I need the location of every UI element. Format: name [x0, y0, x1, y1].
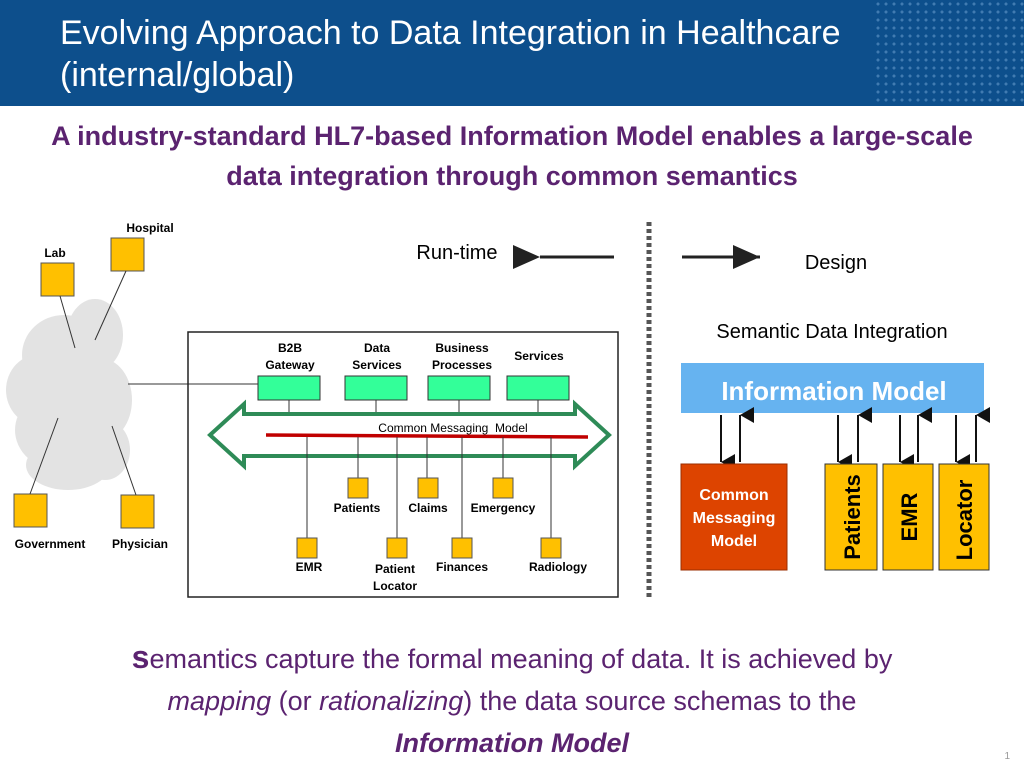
patients-label: Patients [334, 501, 381, 515]
caption: semantics capture the formal meaning of … [20, 636, 1004, 764]
slide-number: 1 [1004, 751, 1010, 762]
business-processes-label-line1: Business [435, 341, 489, 355]
caption-line2: mapping (or rationalizing) the data sour… [20, 680, 1004, 722]
common-messaging-model-box [680, 463, 788, 571]
hospital-node [110, 237, 145, 272]
bottom-connectors [306, 437, 552, 538]
locator-column [938, 463, 990, 571]
patient-locator-node [386, 537, 408, 559]
bus-label: Common Messaging Model [378, 421, 527, 435]
radiology-label: Radiology [529, 560, 587, 574]
caption-information-model: Information Model [395, 728, 629, 758]
messaging-bus-line [265, 433, 589, 439]
lab-label: Lab [44, 246, 65, 260]
emr-node [296, 537, 318, 559]
data-services-label-line1: Data [364, 341, 390, 355]
emergency-label: Emergency [471, 501, 536, 515]
semantic-integration-heading: Semantic Data Integration [716, 321, 947, 343]
patient-locator-label-line2: Locator [373, 579, 417, 593]
patient-locator-label-line1: Patient [375, 562, 415, 576]
government-label: Government [15, 537, 86, 551]
cmm-label-line3: Model [711, 533, 757, 550]
b2b-label-line1: B2B [278, 341, 302, 355]
patients-node [347, 477, 369, 499]
claims-node [417, 477, 439, 499]
caption-line3: Information Model [20, 722, 1004, 764]
cmm-label-line1: Common [699, 487, 768, 504]
locator-column-label: Locator [952, 479, 977, 560]
business-processes-box [427, 375, 491, 401]
source-connectors [29, 270, 258, 496]
claims-label: Claims [408, 501, 448, 515]
slide-title: Evolving Approach to Data Integration in… [60, 14, 841, 94]
radiology-node [540, 537, 562, 559]
finances-node [451, 537, 473, 559]
dot-pattern [874, 0, 1024, 106]
services-box [506, 375, 570, 401]
data-services-box [344, 375, 408, 401]
emergency-node [492, 477, 514, 499]
cmm-label-line2: Messaging [693, 510, 776, 527]
business-processes-label-line2: Processes [432, 358, 492, 372]
physician-node [120, 494, 155, 529]
caption-rationalizing: rationalizing [319, 686, 464, 716]
service-connectors [288, 400, 539, 414]
emr-label: EMR [296, 560, 323, 574]
slide-subtitle: A industry-standard HL7-based Informatio… [51, 121, 973, 191]
services-label: Services [514, 349, 564, 363]
model-mapping-arrows [720, 407, 990, 470]
emr-column-label: EMR [897, 492, 922, 541]
caption-line1-text: emantics capture the formal meaning of d… [149, 644, 893, 674]
data-services-label-line2: Services [352, 358, 402, 372]
information-model-box [681, 363, 984, 413]
emr-column [882, 463, 934, 571]
hospital-label: Hospital [126, 221, 173, 235]
finances-label: Finances [436, 560, 488, 574]
patients-column-label: Patients [840, 474, 865, 560]
b2b-gateway-box [257, 375, 321, 401]
physician-label: Physician [112, 537, 168, 551]
runtime-label: Run-time [416, 242, 497, 264]
lab-node [40, 262, 75, 297]
caption-mapping: mapping [167, 686, 272, 716]
government-node [13, 493, 48, 528]
patients-column [824, 463, 878, 571]
caption-first-letter: s [131, 639, 150, 675]
design-label: Design [805, 252, 867, 274]
title-bar: Evolving Approach to Data Integration in… [0, 0, 1024, 106]
caption-line2-text: ) the data source schemas to the [463, 686, 857, 716]
b2b-label-line2: Gateway [265, 358, 315, 372]
network-cloud [6, 299, 132, 490]
information-model-label: Information Model [721, 376, 946, 406]
caption-or: (or [271, 686, 320, 716]
integration-box [187, 331, 619, 598]
caption-line1: semantics capture the formal meaning of … [20, 636, 1004, 680]
